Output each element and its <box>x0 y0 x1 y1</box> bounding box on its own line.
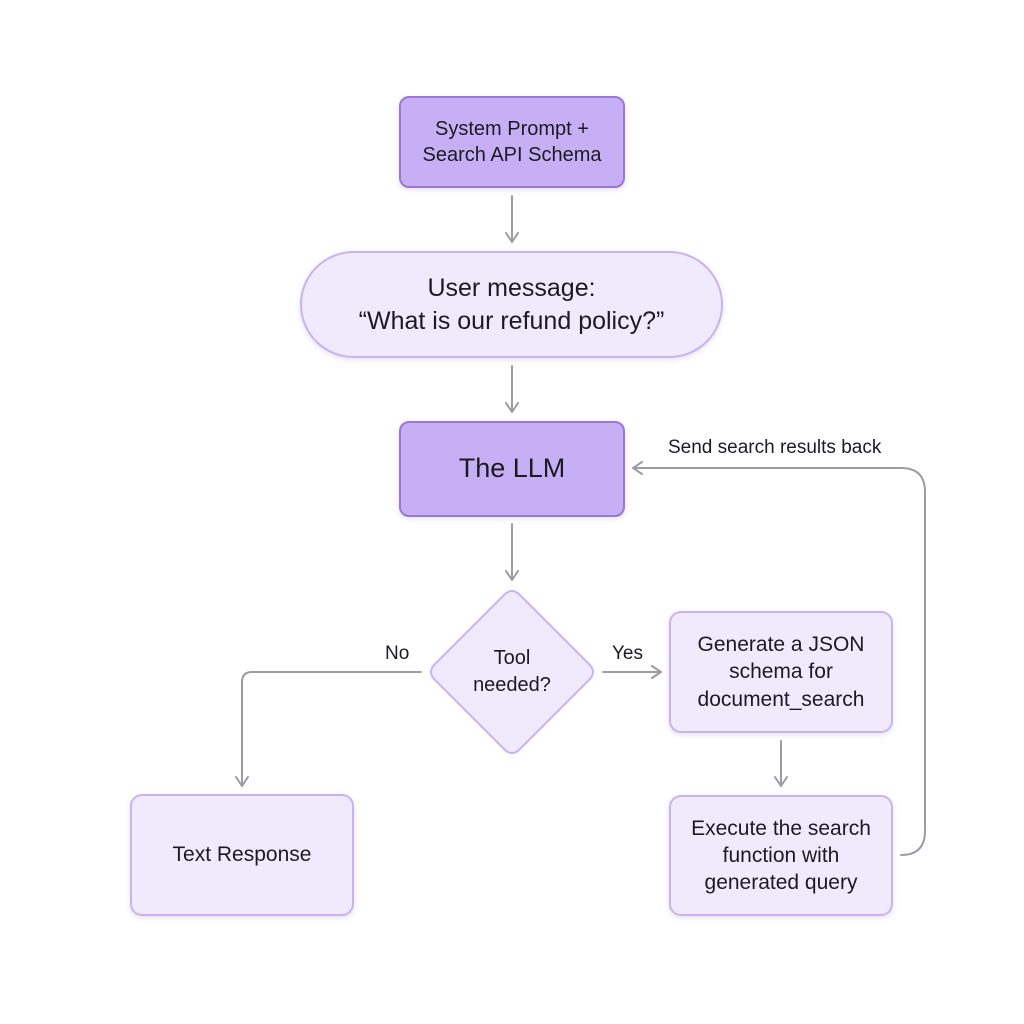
loop-back-label: Send search results back <box>668 437 882 458</box>
no-branch-label: No <box>385 643 410 664</box>
yes-branch-label: Yes <box>612 643 643 664</box>
generate-schema-node: Generate a JSON schema for document_sear… <box>669 611 893 733</box>
llm-node: The LLM <box>399 421 625 517</box>
arrow-decision-to-text <box>235 671 422 787</box>
system-prompt-node: System Prompt + Search API Schema <box>399 96 625 188</box>
text-response-node: Text Response <box>130 794 354 916</box>
decision-diamond-shape <box>429 589 595 755</box>
arrow-loop-back-to-llm <box>632 461 926 856</box>
decision-node: Tool needed? <box>429 589 595 755</box>
execute-search-node: Execute the search function with generat… <box>669 795 893 916</box>
decision-label: Tool needed? <box>473 647 551 696</box>
user-message-node: User message: “What is our refund policy… <box>300 251 723 358</box>
